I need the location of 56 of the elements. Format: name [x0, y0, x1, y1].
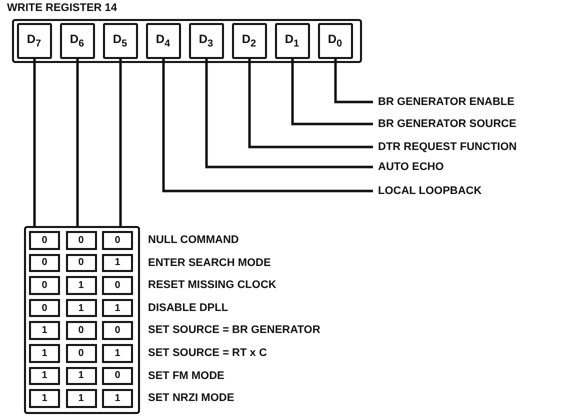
command-description: SET NRZI MODE [148, 391, 234, 406]
command-description: DISABLE DPLL [148, 300, 228, 315]
bit-value-cell: 1 [102, 298, 133, 318]
bit-value-cell: 1 [29, 389, 60, 408]
command-description: SET SOURCE = RT x C [148, 346, 267, 360]
connector-line [248, 59, 373, 148]
bit-value-cell: 1 [29, 366, 60, 386]
bit-description: BR GENERATOR SOURCE [378, 117, 516, 131]
bit-value-cell: 0 [29, 254, 60, 272]
connector-line [162, 59, 373, 192]
connector-line [33, 59, 36, 226]
command-description: SET FM MODE [148, 368, 224, 383]
bit-value-cell: 1 [102, 254, 133, 272]
bit-value-cell: 0 [66, 321, 96, 340]
connector-line [291, 59, 373, 126]
command-description: SET SOURCE = BR GENERATOR [148, 323, 320, 338]
command-description: NULL COMMAND [148, 233, 239, 247]
bit-value-cell: 0 [29, 298, 60, 318]
bit-value-cell: 0 [66, 231, 96, 250]
bit-value-cell: 1 [66, 389, 96, 408]
bit-cell: D$_{3}$ [188, 22, 224, 58]
bit-cell: D$_{6}$ [60, 22, 94, 58]
bit-value-cell: 0 [102, 366, 133, 386]
register-frame [12, 19, 362, 63]
bit-cell: D$_{1}$ [274, 22, 310, 58]
bit-cell: D$_{0}$ [318, 22, 352, 58]
bit-cell: D$_{5}$ [102, 22, 138, 58]
bit-value-cell: 0 [102, 276, 133, 295]
bit-value-cell: 1 [102, 344, 133, 363]
bit-value-cell: 1 [102, 389, 133, 408]
bit-value-cell: 1 [66, 298, 96, 318]
bit-value-cell: 0 [102, 231, 133, 250]
bit-cell: D$_{7}$ [16, 22, 52, 58]
bit-cell: D$_{4}$ [146, 22, 180, 58]
connector-line [334, 59, 373, 104]
bit-value-cell: 1 [29, 321, 60, 340]
bit-cell: D$_{2}$ [232, 22, 266, 58]
command-description: RESET MISSING CLOCK [148, 278, 276, 292]
table-frame [24, 226, 140, 414]
connector-line [205, 59, 373, 168]
bit-description: LOCAL LOOPBACK [378, 184, 482, 198]
bit-value-cell: 0 [102, 321, 133, 340]
bit-description: AUTO ECHO [378, 160, 444, 174]
connector-line [76, 59, 79, 226]
connector-line [119, 59, 122, 226]
bit-description: BR GENERATOR ENABLE [378, 95, 514, 109]
bit-value-cell: 1 [66, 366, 96, 386]
bit-value-cell: 0 [66, 344, 96, 363]
command-description: ENTER SEARCH MODE [148, 256, 271, 270]
bit-value-cell: 0 [29, 276, 60, 295]
bit-value-cell: 1 [66, 276, 96, 295]
bit-value-cell: 1 [29, 344, 60, 363]
bit-value-cell: 0 [66, 254, 96, 272]
bit-value-cell: 0 [29, 231, 60, 250]
diagram-title: WRITE REGISTER 14 [7, 2, 118, 14]
bit-description: DTR REQUEST FUNCTION [378, 140, 517, 154]
